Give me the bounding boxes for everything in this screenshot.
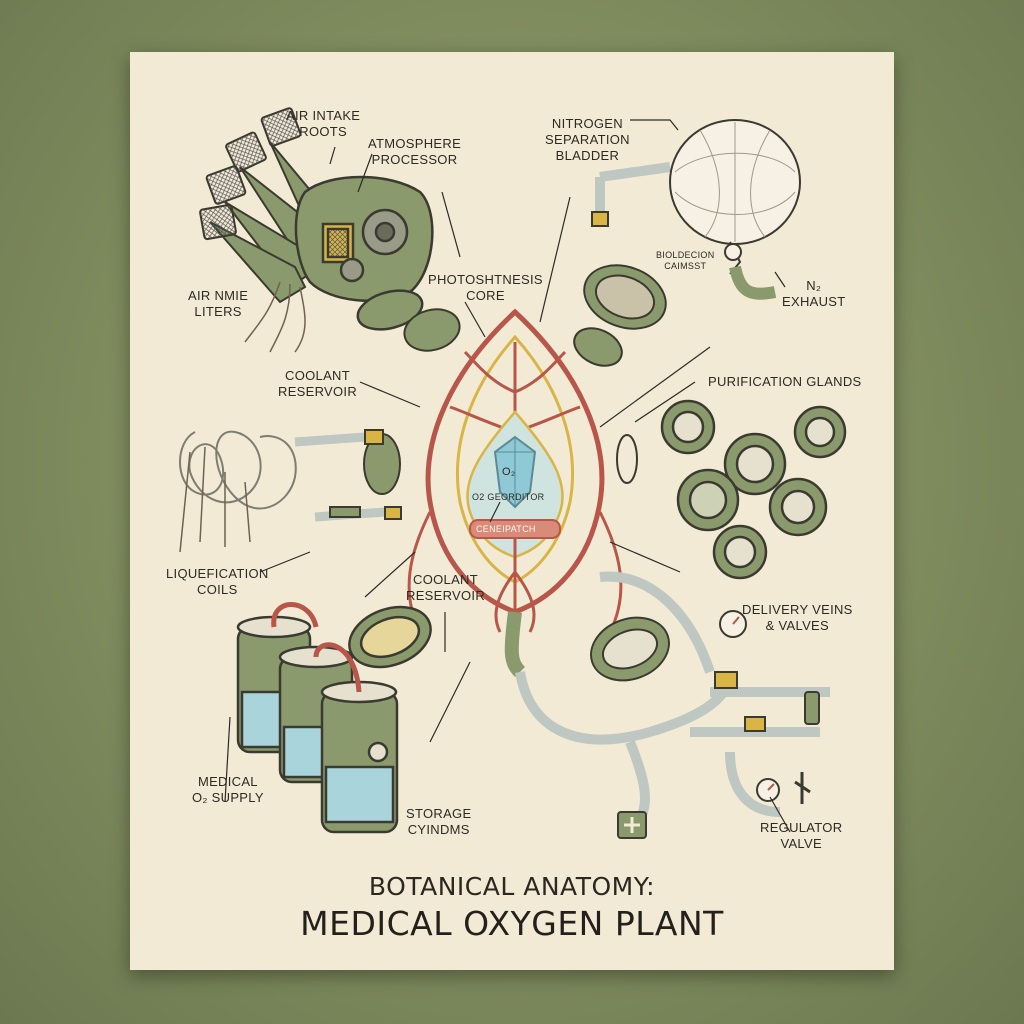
intake-filter [199, 107, 302, 241]
storage-cylinder [320, 680, 399, 834]
pressure-gauge-icon [719, 610, 780, 802]
leader-lines [224, 119, 791, 833]
label-coolant-reservoir-top: COOLANT RESERVOIR [278, 368, 357, 400]
label-line: AIR INTAKE [286, 108, 361, 123]
label-o2-symbol: O₂ [502, 466, 516, 478]
label-line: CAIMSST [664, 261, 707, 271]
label-line: O₂ SUPPLY [192, 790, 264, 805]
label-line: ROOTS [299, 124, 347, 139]
medical-cross-icon [617, 811, 647, 839]
label-medical-o2-supply: MEDICAL O₂ SUPPLY [192, 774, 264, 806]
label-atmosphere-processor: ATMOSPHERE PROCESSOR [368, 136, 461, 168]
illustration [179, 107, 847, 839]
label-line: PROCESSOR [371, 152, 458, 167]
label-line: COILS [197, 582, 238, 597]
label-line: PHOTOSHTNESIS [428, 272, 543, 287]
liquefication-coils [179, 429, 402, 553]
delivery-valves [590, 610, 820, 839]
label-line: COOLANT [285, 368, 350, 383]
label-line: NITROGEN [551, 116, 623, 131]
label-line: REGULATOR [760, 820, 843, 835]
nitrogen-separation-bladder [583, 119, 801, 330]
filter-discs [363, 308, 638, 495]
label-line: BIOLDECION [656, 250, 715, 260]
label-line: LIQUEFICATION [166, 566, 269, 581]
poster: AIR INTAKE ROOTS ATMOSPHERE PROCESSOR NI… [130, 52, 894, 970]
label-line: ATMOSPHERE [368, 136, 462, 151]
label-line: VALVE [780, 836, 822, 851]
label-liquefication-coils: LIQUEFICATION COILS [166, 566, 269, 598]
label-line: LITERS [194, 304, 242, 319]
label-storage-cylinders: STORAGE CYINDMS [406, 806, 471, 838]
label-regulator-valve: REGULATOR VALVE [760, 820, 842, 852]
label-line: & VALVES [765, 618, 829, 633]
label-photoshtnesis-core: PHOTOSHTNESIS CORE [428, 272, 543, 304]
label-n2-exhaust: N₂ EXHAUST [782, 278, 846, 310]
label-line: AIR NMIE [188, 288, 249, 303]
label-generator-plate: CENEIPATCH [476, 524, 536, 534]
label-delivery-veins-valves: DELIVERY VEINS & VALVES [742, 602, 853, 634]
label-line: CYINDMS [407, 822, 470, 837]
storage-cylinders [236, 602, 432, 834]
atmosphere-processor [294, 175, 434, 331]
label-line: RESERVOIR [278, 384, 358, 399]
label-biolecion-caimsst: BIOLDECION CAIMSST [656, 250, 715, 272]
label-coolant-reservoir-bottom: COOLANT RESERVOIR [406, 572, 485, 604]
label-line: SEPARATION [545, 132, 630, 147]
gear-icon [339, 208, 409, 283]
label-line: COOLANT [413, 572, 478, 587]
label-purification-glands: PURIFICATION GLANDS [708, 374, 862, 390]
label-nitrogen-separation-bladder: NITROGEN SEPARATION BLADDER [545, 116, 630, 164]
label-line: RESERVOIR [406, 588, 486, 603]
label-line: PURIFICATION GLANDS [708, 374, 862, 389]
label-line: STORAGE [406, 806, 472, 821]
label-air-intake-roots: AIR INTAKE ROOTS [286, 108, 360, 140]
poster-title-line1: BOTANICAL ANATOMY: [368, 872, 656, 901]
label-line: BLADDER [555, 148, 620, 163]
label-o2-generator: O2 GEORDITOR [472, 492, 545, 502]
purification-glands [660, 399, 847, 580]
label-line: EXHAUST [782, 294, 846, 309]
air-intake-roots [199, 107, 347, 353]
poster-title-line2: MEDICAL OXYGEN PLANT [300, 904, 724, 943]
label-line: CORE [466, 288, 505, 303]
label-air-nmie-liters: AIR NMIE LITERS [188, 288, 248, 320]
crystal-icon [493, 435, 537, 509]
delivery-veins [515, 571, 830, 836]
label-line: N₂ [806, 278, 822, 293]
label-line: MEDICAL [197, 774, 258, 789]
label-line: DELIVERY VEINS [742, 602, 853, 617]
